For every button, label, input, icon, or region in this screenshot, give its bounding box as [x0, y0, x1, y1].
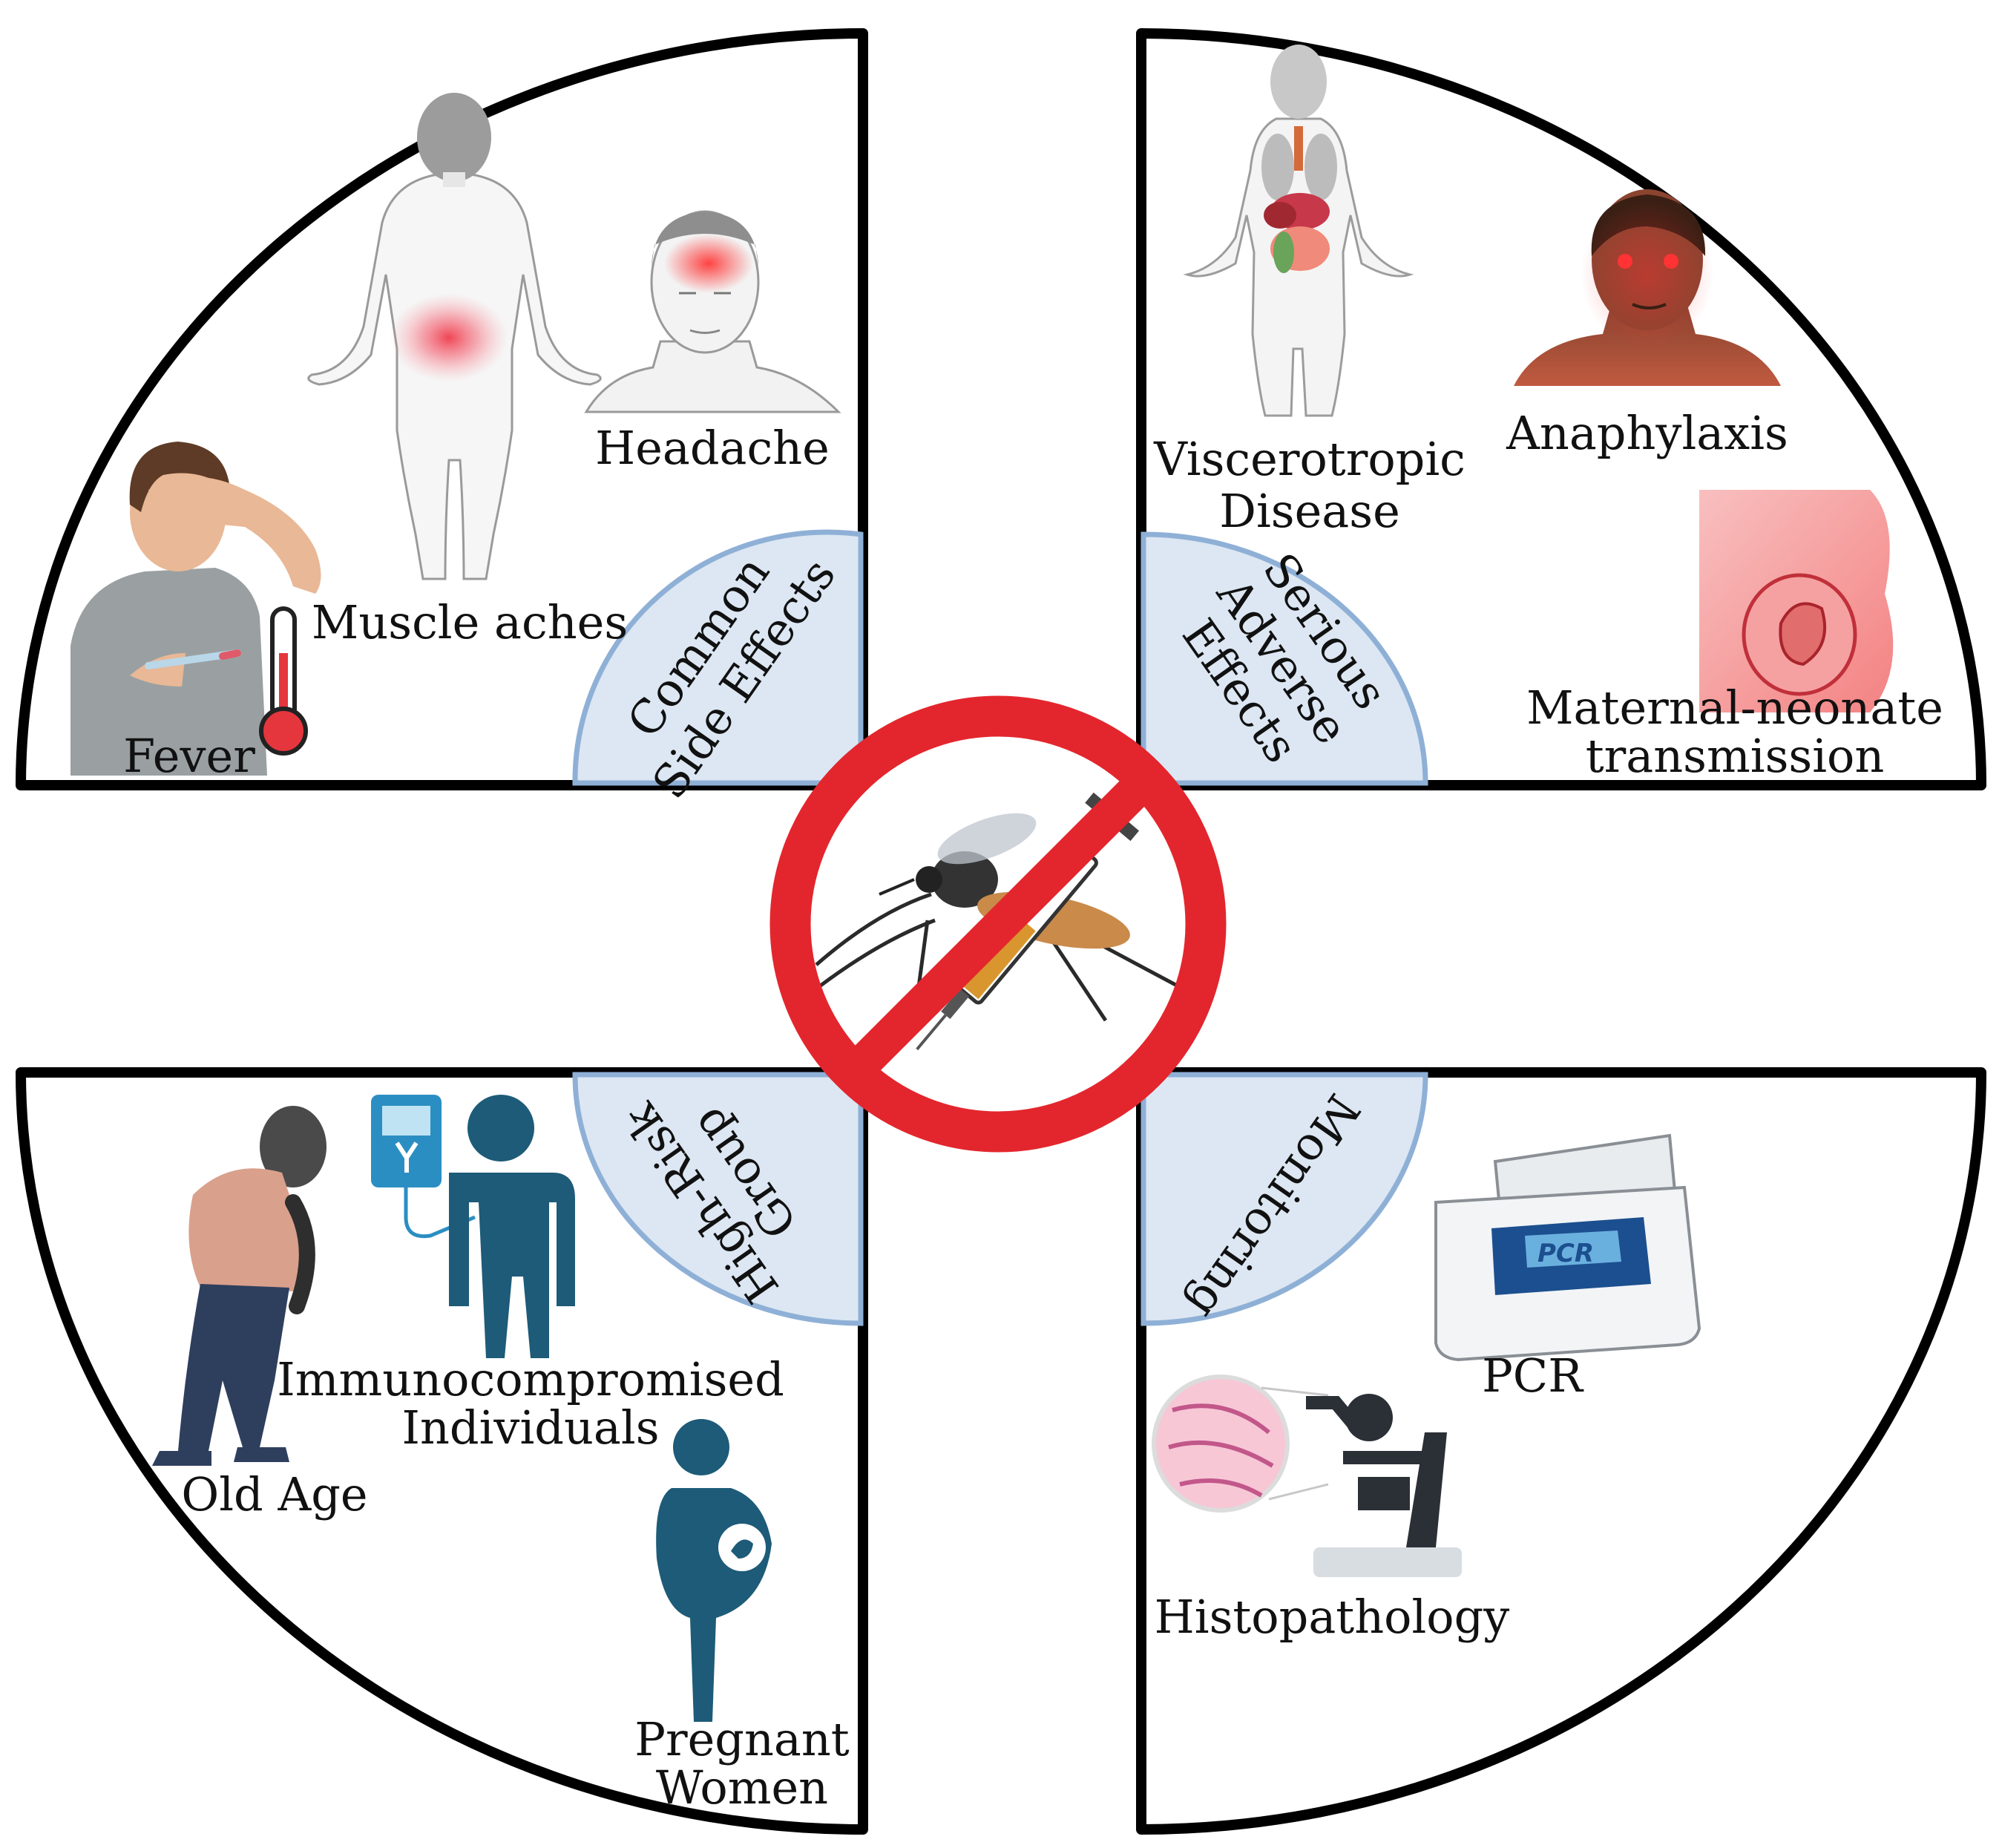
anaphylaxis-face-icon [1514, 189, 1781, 386]
label-anaphylaxis: Anaphylaxis [1506, 406, 1788, 460]
label-disease: Disease [1219, 484, 1400, 538]
thermometer-icon [259, 606, 308, 756]
top-left-quadrant-outline [16, 28, 868, 790]
tissue-slide-icon [1152, 1374, 1329, 1513]
label-pcr: PCR [1482, 1349, 1584, 1403]
fever-person-icon [70, 442, 321, 776]
label-viscerotropic: Viscerotropic [1153, 432, 1466, 486]
tab-monitoring [1141, 1072, 1428, 1326]
prohibition-ring [769, 695, 1227, 1153]
label-muscle-aches: Muscle aches [312, 595, 628, 649]
pregnant-woman-icon [656, 1419, 772, 1722]
iv-bag-icon [371, 1095, 476, 1239]
tab-high-risk-group [572, 1072, 864, 1326]
old-man-icon [152, 1106, 326, 1466]
bottom-left-quadrant-outline [16, 1067, 868, 1835]
person-silhouette-icon [449, 1095, 575, 1358]
microscope-icon [1306, 1394, 1462, 1577]
label-women: Women [656, 1760, 828, 1815]
label-transmission: transmission [1586, 729, 1885, 783]
label-histopathology: Histopathology [1155, 1590, 1510, 1644]
center-no-mosquito-vaccine-icon [769, 695, 1227, 1153]
label-pregnant: Pregnant [634, 1712, 850, 1766]
pregnancy-womb-icon [1699, 490, 1894, 712]
headache-face-icon [584, 210, 841, 413]
top-right-quadrant-outline [1136, 28, 1986, 790]
label-headache: Headache [595, 421, 830, 475]
prohibition-slash [841, 767, 1159, 1085]
bottom-right-quadrant-outline [1136, 1067, 1986, 1835]
pcr-machine-icon: PCR [1434, 1133, 1701, 1362]
back-pain-body-icon [307, 93, 602, 580]
label-immunocompromised: Immunocompromised [277, 1352, 784, 1406]
label-individuals: Individuals [401, 1400, 659, 1455]
label-fever: Fever [123, 729, 255, 783]
quadrant-outlines [16, 28, 1986, 1835]
organs-body-icon [1183, 45, 1414, 417]
label-old-age: Old Age [181, 1467, 367, 1521]
tab-common-side-effects [572, 529, 864, 786]
label-maternal-neonate: Maternal-neonate [1526, 681, 1943, 735]
pcr-screen-label: PCR [1537, 1239, 1594, 1268]
tab-serious-adverse-effects [1141, 531, 1428, 786]
